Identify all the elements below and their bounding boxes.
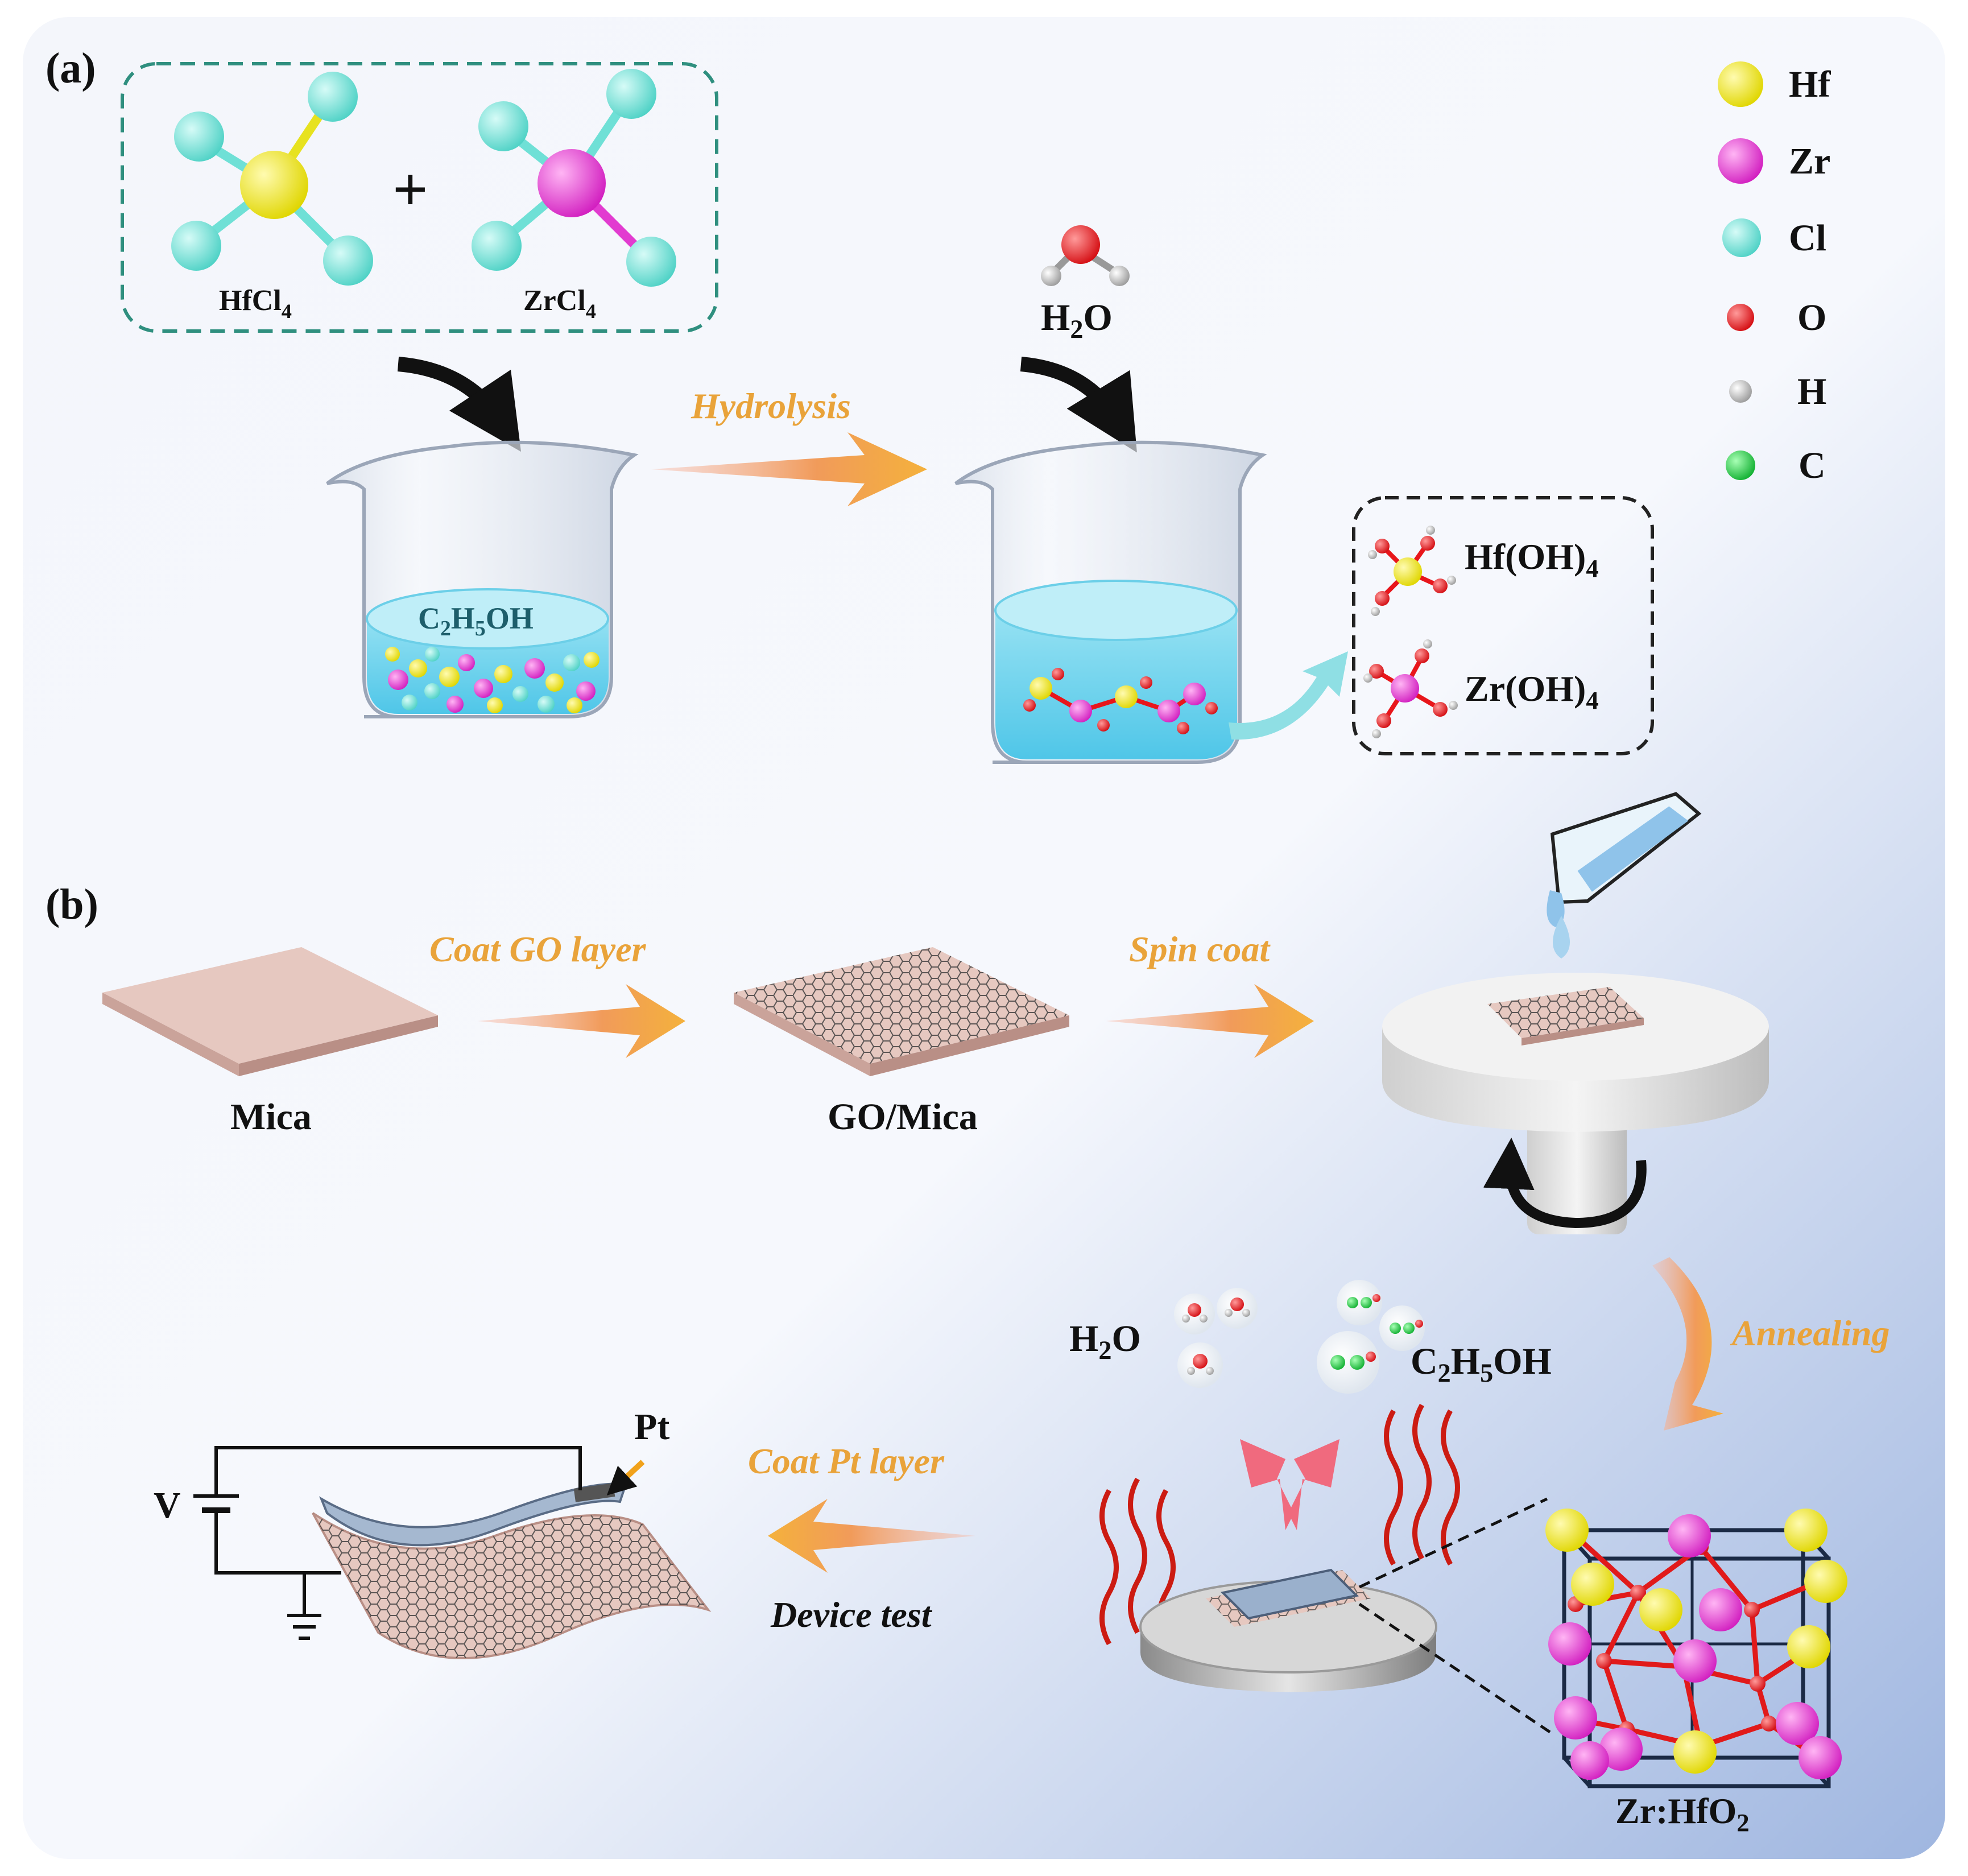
product-arrow bbox=[1229, 651, 1348, 740]
byproduct-ethanol-label: C2H5OH bbox=[1411, 1341, 1552, 1387]
hf-oh4-label: Hf(OH)4 bbox=[1465, 536, 1599, 582]
spin-coat-label: Spin coat bbox=[1129, 929, 1271, 969]
go-mica-label: GO/Mica bbox=[828, 1096, 978, 1138]
hot-plate bbox=[1139, 1568, 1437, 1692]
zr-hfo2-label: Zr:HfO2 bbox=[1615, 1791, 1750, 1837]
coat-pt-arrow bbox=[768, 1499, 975, 1573]
svg-text:O: O bbox=[1797, 297, 1826, 338]
water-vapor-bubbles bbox=[1174, 1288, 1258, 1388]
zrcl4-label: ZrCl4 bbox=[523, 284, 596, 323]
annealing-arrow bbox=[1652, 1257, 1723, 1431]
beaker-hydrolysis bbox=[954, 440, 1267, 764]
ethanol-vapor-bubbles bbox=[1317, 1280, 1425, 1394]
crystal-structure-icon bbox=[1545, 1509, 1847, 1788]
svg-text:C: C bbox=[1799, 445, 1826, 486]
mica-substrate bbox=[102, 947, 438, 1076]
hf-oh4-molecule-icon bbox=[1368, 526, 1456, 616]
legend-item-c: C bbox=[1726, 445, 1826, 486]
hfcl4-label: HfCl4 bbox=[219, 284, 292, 323]
panel-b-label: (b) bbox=[46, 881, 98, 928]
release-arrows-icon bbox=[1240, 1439, 1339, 1530]
zoom-line-top bbox=[1358, 1497, 1548, 1589]
spin-coat-arrow bbox=[1106, 984, 1314, 1058]
legend-item-h: H bbox=[1729, 371, 1826, 412]
precursor-box bbox=[121, 62, 718, 333]
hydroxide-network bbox=[1023, 668, 1218, 734]
zrcl4-molecule-icon bbox=[472, 69, 676, 287]
voltage-label: V bbox=[154, 1485, 181, 1526]
flexible-device bbox=[312, 1482, 712, 1659]
test-circuit bbox=[193, 1446, 582, 1640]
pour-arrow-2 bbox=[1020, 357, 1137, 453]
pour-arrow-1 bbox=[397, 357, 522, 452]
background-panel bbox=[23, 17, 1945, 1859]
spin-coater bbox=[1382, 973, 1769, 1234]
zr-oh4-molecule-icon bbox=[1363, 639, 1458, 738]
legend: Hf Zr Cl O H C bbox=[1718, 61, 1831, 486]
coat-pt-label: Coat Pt layer bbox=[748, 1441, 945, 1481]
beaker-precursor: C2H5OH bbox=[326, 440, 639, 718]
byproduct-water-label: H2O bbox=[1069, 1318, 1141, 1365]
legend-item-cl: Cl bbox=[1722, 217, 1826, 259]
pt-pointer-arrow bbox=[606, 1460, 645, 1496]
svg-text:H: H bbox=[1797, 371, 1826, 412]
hfcl4-molecule-icon bbox=[171, 72, 373, 286]
rotation-arrow-icon bbox=[1483, 1138, 1647, 1229]
pt-electrode bbox=[573, 1483, 615, 1502]
water-label: H2O bbox=[1041, 297, 1113, 344]
product-box bbox=[1352, 496, 1654, 755]
annealing-label: Annealing bbox=[1730, 1313, 1890, 1353]
zoom-line-bottom bbox=[1358, 1602, 1551, 1734]
heat-waves-icon bbox=[1099, 1403, 1460, 1646]
legend-item-zr: Zr bbox=[1718, 138, 1830, 184]
zr-oh4-label: Zr(OH)4 bbox=[1465, 668, 1599, 714]
go-mica-substrate bbox=[734, 947, 1069, 1076]
pipette-icon bbox=[1547, 792, 1702, 958]
hydrolysis-arrow bbox=[651, 432, 927, 506]
svg-text:Cl: Cl bbox=[1789, 217, 1826, 259]
water-molecule-icon bbox=[1041, 225, 1130, 286]
ethanol-label: C2H5OH bbox=[418, 601, 534, 641]
coat-go-arrow bbox=[478, 984, 685, 1058]
coat-go-label: Coat GO layer bbox=[429, 929, 647, 969]
device-test-label: Device test bbox=[770, 1594, 933, 1635]
mica-label: Mica bbox=[230, 1096, 312, 1138]
dissolved-particles bbox=[385, 647, 600, 713]
legend-item-o: O bbox=[1727, 297, 1826, 338]
legend-item-hf: Hf bbox=[1718, 61, 1831, 107]
svg-text:Hf: Hf bbox=[1789, 64, 1831, 105]
panel-a-label: (a) bbox=[46, 44, 96, 92]
pt-label: Pt bbox=[634, 1406, 669, 1448]
svg-text:Zr: Zr bbox=[1789, 141, 1830, 182]
hydrolysis-label: Hydrolysis bbox=[691, 386, 851, 426]
plus-sign: + bbox=[392, 155, 428, 224]
